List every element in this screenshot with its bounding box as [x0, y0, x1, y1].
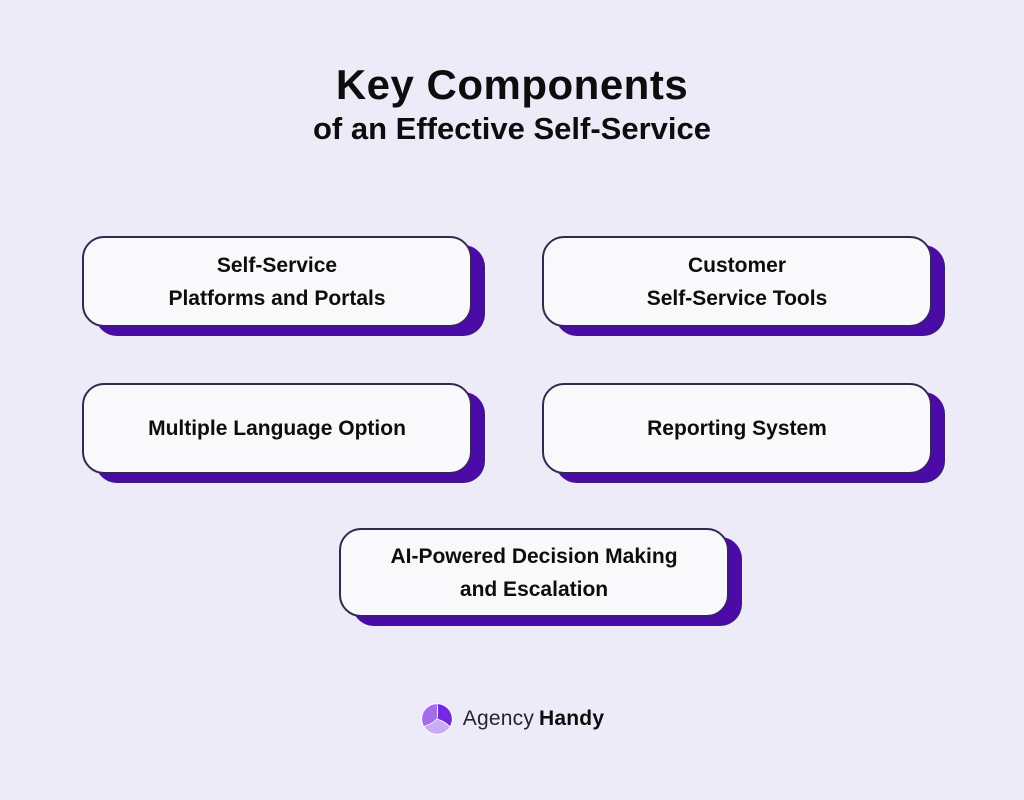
title-line-1: Key Components	[335, 61, 689, 108]
card-label: Multiple Language Option	[148, 417, 406, 440]
page-title: Key Components of an Effective Self-Serv…	[0, 60, 1024, 148]
title-line-2: of an Effective Self-Service	[313, 111, 711, 146]
card-label: Customer Self-Service Tools	[646, 253, 828, 310]
logo-word-handy: Handy	[539, 707, 605, 730]
card-label: Self-Service Platforms and Portals	[168, 253, 386, 310]
card-label: Reporting System	[647, 417, 827, 440]
card-reporting-system: Reporting System	[542, 383, 932, 474]
agency-handy-logo-icon	[421, 703, 453, 735]
logo-word-agency: Agency	[462, 707, 535, 730]
card-self-service-platforms-portals: Self-Service Platforms and Portals	[82, 236, 472, 327]
card-multiple-language-option: Multiple Language Option	[82, 383, 472, 474]
card-label: AI-Powered Decision Making and Escalatio…	[390, 544, 678, 601]
card-customer-self-service-tools: Customer Self-Service Tools	[542, 236, 932, 327]
card-ai-powered-decision-escalation: AI-Powered Decision Making and Escalatio…	[339, 528, 729, 617]
